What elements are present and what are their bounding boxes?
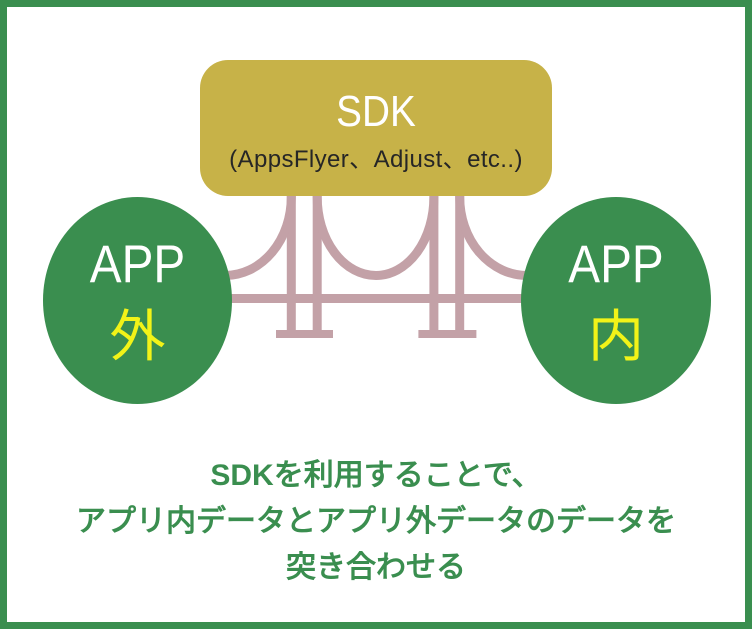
caption-line-2: アプリ内データとアプリ外データのデータを (76, 505, 676, 538)
bridge-cable (224, 190, 296, 280)
bridge-cable (312, 190, 439, 281)
app-outside-circle: APP 外 (43, 197, 232, 404)
bridge-cable (455, 190, 528, 280)
caption: SDKを利用することで、 アプリ内データとアプリ外データのデータを 突き合わせる (7, 453, 745, 591)
app-inside-label: APP (568, 235, 664, 294)
app-outside-kanji: 外 (109, 305, 166, 368)
app-inside-circle: APP 内 (521, 197, 711, 404)
app-outside-label: APP (89, 235, 186, 294)
app-inside-kanji: 内 (588, 305, 644, 368)
caption-line-3: 突き合わせる (286, 551, 466, 584)
caption-line-1: SDKを利用することで、 (210, 459, 542, 492)
